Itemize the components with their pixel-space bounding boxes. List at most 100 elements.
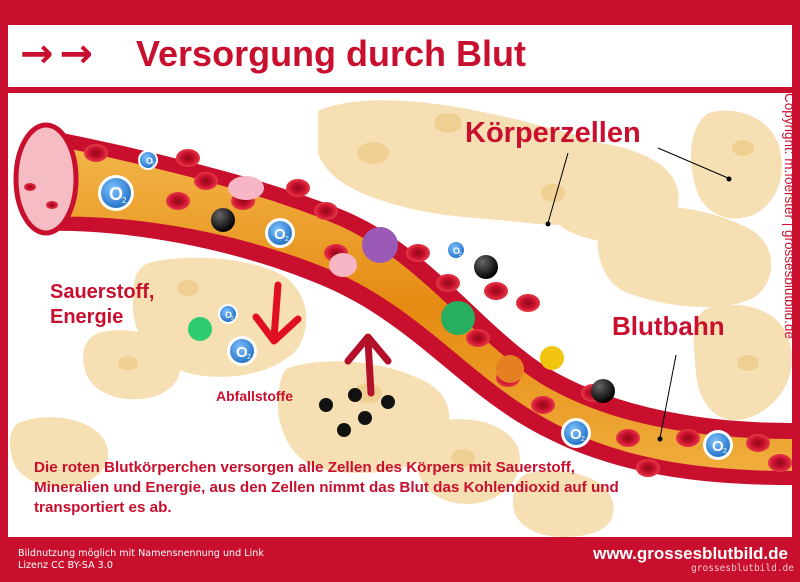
oxygen-molecule: O 2	[138, 150, 158, 170]
red-blood-cells	[24, 144, 792, 477]
license-note: Bildnutzung möglich mit Namensnennung un…	[18, 548, 264, 572]
oxygen-molecule: O 2	[98, 175, 134, 211]
page-title: Versorgung durch Blut	[136, 33, 527, 74]
svg-text:2: 2	[459, 252, 462, 258]
license-line: Lizenz CC BY-SA 3.0	[18, 560, 113, 571]
svg-text:2: 2	[723, 448, 727, 455]
red-blood-cell	[466, 329, 490, 347]
svg-text:O: O	[712, 438, 724, 455]
svg-text:2: 2	[122, 196, 127, 205]
blutbahn-pointer-dot	[657, 436, 663, 442]
svg-text:O: O	[109, 184, 123, 204]
cell-nucleus	[357, 142, 389, 164]
blutbahn-label: Blutbahn	[612, 311, 725, 341]
body-cell	[9, 417, 109, 487]
svg-text:O: O	[274, 226, 286, 243]
cell-nucleus	[737, 355, 759, 371]
koerperzellen-pointer-dot	[726, 176, 732, 182]
koerperzellen-pointer	[547, 152, 569, 224]
body-cell	[691, 110, 782, 219]
red-blood-cell	[406, 244, 430, 262]
oxygen-molecule: O 2	[218, 304, 238, 324]
svg-text:2: 2	[247, 354, 251, 361]
abfallstoffe-label: Abfallstoffe	[216, 388, 293, 404]
red-blood-cell	[176, 149, 200, 167]
purple-nutrient	[362, 227, 398, 263]
website-link[interactable]: www.grossesblutbild.de	[593, 544, 788, 563]
svg-text:2: 2	[152, 162, 155, 168]
red-blood-cell	[484, 282, 508, 300]
oxygen-molecule: O 2	[561, 418, 591, 448]
nutrient-particles	[188, 176, 615, 437]
svg-text:2: 2	[285, 236, 289, 243]
body-cell	[597, 205, 772, 308]
black-particle	[319, 398, 333, 412]
sauerstoff-label-line: Sauerstoff,	[50, 281, 155, 303]
cell-nucleus	[118, 356, 138, 370]
svg-text:O: O	[570, 426, 582, 443]
cell-nucleus	[177, 280, 199, 296]
oxygen-molecule: O 2	[227, 336, 257, 366]
oxygen-molecule: O 2	[265, 218, 295, 248]
license-line: Bildnutzung möglich mit Namensnennung un…	[18, 548, 264, 559]
svg-text:2: 2	[231, 316, 234, 322]
svg-text:O: O	[146, 156, 153, 166]
svg-text:O: O	[225, 310, 232, 320]
cell-nucleus	[434, 113, 462, 133]
black-particle	[381, 395, 395, 409]
black-particle	[348, 388, 362, 402]
red-blood-cell	[166, 192, 190, 210]
koerperzellen-pointer	[657, 147, 729, 179]
red-blood-cell	[46, 201, 58, 209]
body-cell	[513, 470, 614, 537]
double-arrow-icon: →→	[20, 31, 100, 77]
red-blood-cell	[616, 429, 640, 447]
koerperzellen-label: Körperzellen	[465, 117, 641, 149]
black-particle	[591, 379, 615, 403]
svg-text:O: O	[236, 344, 248, 361]
cell-nucleus	[541, 184, 565, 202]
red-blood-cell	[194, 172, 218, 190]
website-small-text: grossesblutbild.de	[691, 563, 794, 574]
svg-text:2: 2	[581, 436, 585, 443]
green-nutrient	[188, 317, 212, 341]
cell-nucleus	[451, 449, 475, 467]
cell-nucleus	[732, 140, 754, 156]
green-nutrient	[441, 301, 475, 335]
supply-arrow-icon	[252, 281, 302, 345]
black-particle	[337, 423, 351, 437]
blutbahn-pointer	[659, 354, 677, 439]
black-particle	[211, 208, 235, 232]
energie-label-line: Energie	[50, 306, 124, 328]
red-blood-cell	[516, 294, 540, 312]
illustration-panel: O 2 O 2 O 2 O 2 O 2 O 2 O	[8, 93, 792, 537]
red-blood-cell	[636, 459, 660, 477]
header-bar: →→ Versorgung durch Blut	[8, 25, 792, 87]
waste-arrow-icon	[344, 333, 392, 397]
koerperzellen-pointer-dot	[545, 221, 551, 227]
red-blood-cell	[84, 144, 108, 162]
blood-vessel-illustration: O 2 O 2 O 2 O 2 O 2 O 2 O	[9, 100, 792, 537]
copyright-text: Copyright: m.foerster | grossesblutbild.…	[782, 93, 792, 339]
red-blood-cell	[676, 429, 700, 447]
oxygen-molecule: O 2	[703, 430, 733, 460]
description-text: Die roten Blutkörperchen versorgen alle …	[34, 459, 619, 516]
red-blood-cell	[436, 274, 460, 292]
yellow-nutrient	[540, 346, 564, 370]
red-blood-cell	[746, 434, 770, 452]
black-particle	[358, 411, 372, 425]
red-blood-cell	[24, 183, 36, 191]
red-blood-cell	[314, 202, 338, 220]
sauerstoff-energie-label: Sauerstoff, Energie	[50, 280, 154, 330]
cell-nuclei	[118, 113, 759, 467]
pink-nutrient	[228, 176, 264, 200]
svg-text:O: O	[453, 246, 460, 256]
vessel-opening	[13, 122, 79, 236]
orange-nutrient	[496, 355, 524, 383]
oxygen-molecule: O 2	[446, 240, 466, 260]
pink-nutrient	[329, 253, 357, 277]
black-particle	[474, 255, 498, 279]
red-blood-cell	[286, 179, 310, 197]
red-blood-cell	[531, 396, 555, 414]
red-blood-cell	[768, 454, 792, 472]
